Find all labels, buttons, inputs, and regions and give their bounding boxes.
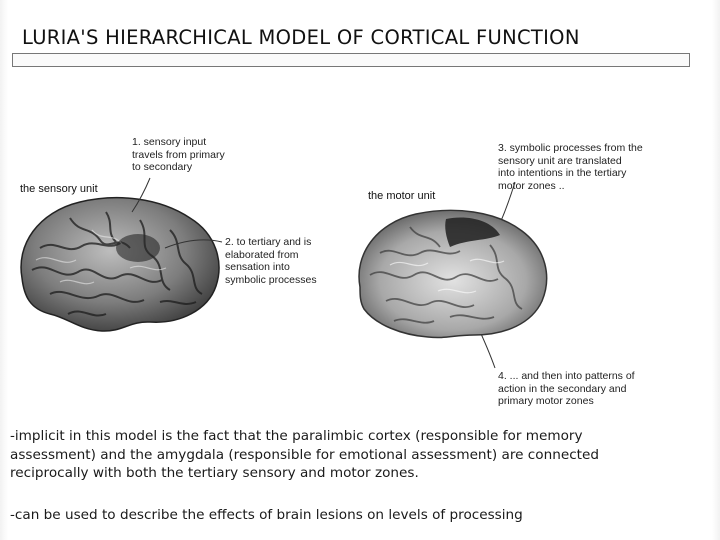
annotation-3-line: 3. symbolic processes from the [498, 142, 643, 154]
annotation-4-line: action in the secondary and [498, 382, 627, 395]
paragraph-line: reciprocally with both the tertiary sens… [10, 465, 419, 481]
annotation-3-line: into intentions in the tertiary [498, 167, 627, 179]
title-underline-bar [12, 53, 690, 67]
annotation-1-line: to secondary [132, 161, 193, 173]
annotation-2-line: symbolic processes [225, 273, 317, 286]
annotation-2-line: elaborated from [225, 248, 299, 261]
annotation-4-line: primary motor zones [498, 395, 594, 407]
annotation-2: 2. to tertiary and is elaborated from se… [225, 236, 317, 286]
sensory-unit-label: the sensory unit [20, 183, 98, 195]
annotation-3: 3. symbolic processes from the sensory u… [498, 142, 643, 192]
motor-brain-icon [358, 209, 548, 339]
annotation-3-line: sensory unit are translated [498, 154, 622, 167]
paragraph-implicit-model: -implicit in this model is the fact that… [10, 427, 710, 483]
annotation-3-line: motor zones .. [498, 179, 565, 192]
slide-edge-left [0, 0, 8, 540]
annotation-1-line: 1. sensory input [132, 136, 207, 148]
motor-unit-label: the motor unit [368, 190, 436, 202]
annotation-4: 4. ... and then into patterns of action … [498, 370, 635, 408]
paragraph-line: assessment) and the amygdala (responsibl… [10, 446, 599, 463]
paragraph-line: -implicit in this model is the fact that… [10, 428, 583, 444]
annotation-1: 1. sensory input travels from primary to… [132, 136, 225, 174]
annotation-2-line: 2. to tertiary and is [225, 236, 312, 248]
slide-title: LURIA'S HIERARCHICAL MODEL OF CORTICAL F… [22, 26, 580, 49]
annotation-2-line: sensation into [225, 261, 290, 273]
annotation-4-line: 4. ... and then into patterns of [498, 370, 635, 382]
sensory-brain-icon [20, 197, 220, 332]
paragraph-brain-lesions: -can be used to describe the effects of … [10, 507, 523, 523]
annotation-1-line: travels from primary [132, 148, 225, 161]
